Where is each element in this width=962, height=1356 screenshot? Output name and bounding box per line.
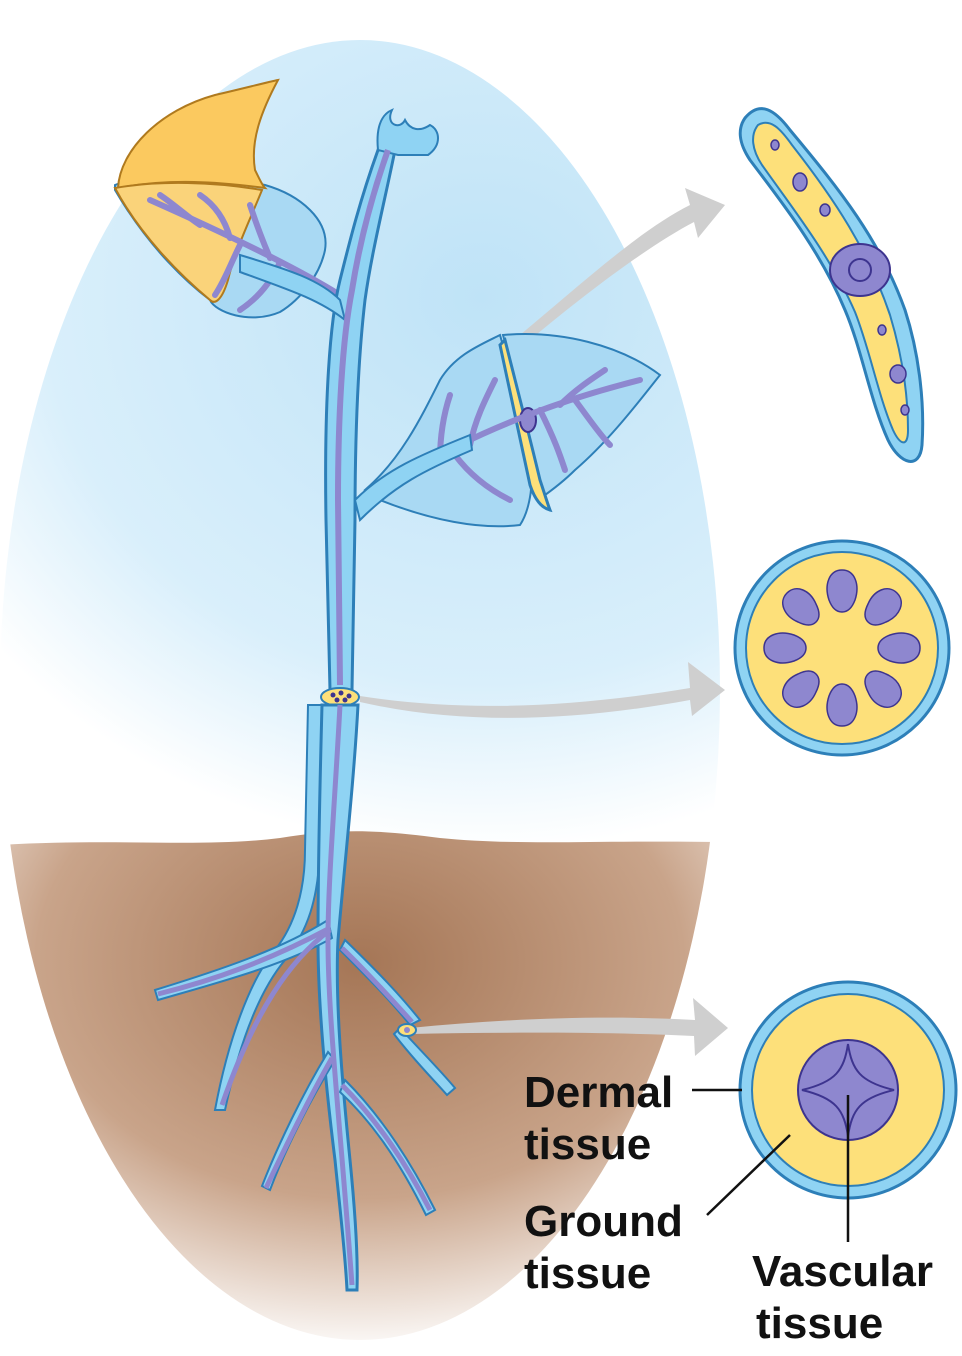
leaf-section-nucleolus [849,259,871,281]
ground-label-line2: tissue [524,1248,683,1300]
ground-tissue-label: Ground tissue [524,1196,683,1300]
dermal-label-line1: Dermal [524,1067,673,1119]
ground-label-line1: Ground [524,1196,683,1248]
vascular-label-line2: tissue [752,1298,933,1350]
dermal-tissue-label: Dermal tissue [524,1067,673,1171]
dermal-label-line2: tissue [524,1119,673,1171]
vascular-label-line1: Vascular [752,1246,933,1298]
leaf-section-detail [740,109,922,462]
upper-leaf-cut-face [118,80,278,188]
stem-cut [321,688,359,706]
stem-cross-section [735,541,949,755]
ground-leader [707,1135,790,1215]
stem-cut-face [321,688,359,706]
vascular-tissue-label: Vascular tissue [752,1246,933,1350]
